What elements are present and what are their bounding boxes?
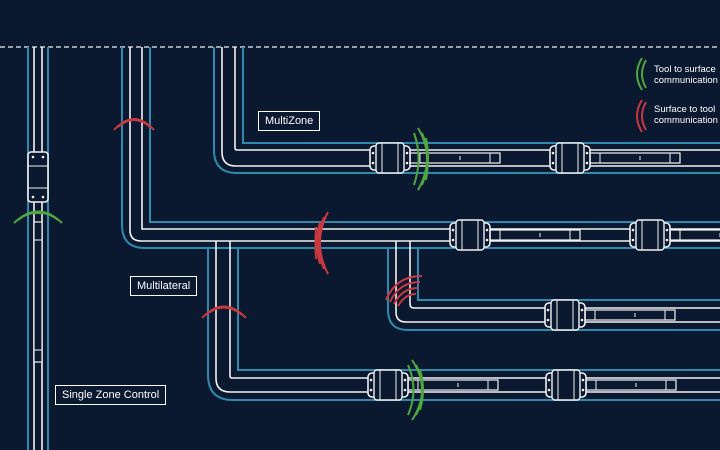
legend-green-icon: [636, 57, 647, 91]
multilateral-well: [121, 47, 720, 401]
single-zone-control-label: Single Zone Control: [55, 385, 167, 405]
signal-surface-to-tool: [201, 305, 247, 319]
signal-tool-to-surface: [407, 359, 424, 421]
legend-red-icon: [636, 99, 647, 133]
signal-surface-to-tool: [314, 211, 329, 275]
signal-tool-to-surface: [13, 210, 63, 224]
multizone-label: MultiZone: [258, 111, 321, 131]
signal-tool-to-surface: [413, 127, 429, 191]
signal-surface-to-tool: [113, 118, 155, 131]
legend-surface-to-tool: Surface to tool communication: [654, 104, 718, 126]
signal-surface-to-tool: [385, 275, 423, 307]
multilateral-label: Multilateral: [130, 276, 198, 296]
single-zone-well: [27, 47, 49, 450]
legend-tool-to-surface: Tool to surface communication: [654, 64, 718, 86]
